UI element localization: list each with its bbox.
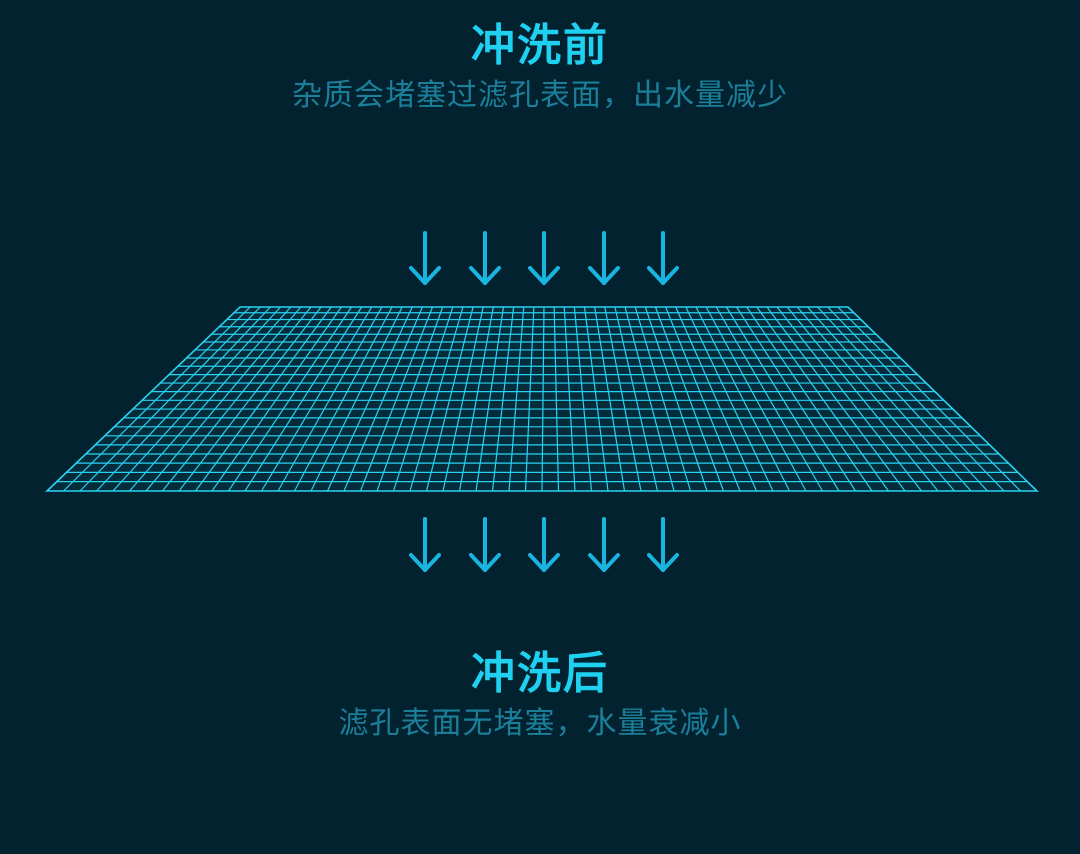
outflow-arrows xyxy=(409,517,679,572)
filter-mesh-icon xyxy=(45,306,1039,492)
arrow-down-icon xyxy=(469,517,501,572)
arrow-down-icon xyxy=(409,517,441,572)
subtitle-after-flush: 滤孔表面无堵塞，水量衰减小 xyxy=(338,706,742,741)
arrow-down-icon xyxy=(588,231,620,285)
title-before-flush: 冲洗前 xyxy=(471,20,609,71)
arrow-down-icon xyxy=(647,517,679,572)
arrow-down-icon xyxy=(469,231,501,285)
arrow-down-icon xyxy=(409,231,441,285)
arrow-down-icon xyxy=(588,517,620,572)
inflow-arrows xyxy=(409,231,679,285)
title-after-flush: 冲洗后 xyxy=(471,648,609,699)
arrow-down-icon xyxy=(528,231,560,285)
arrow-down-icon xyxy=(647,231,679,285)
arrow-down-icon xyxy=(528,517,560,572)
subtitle-before-flush: 杂质会堵塞过滤孔表面，出水量减少 xyxy=(292,78,788,113)
